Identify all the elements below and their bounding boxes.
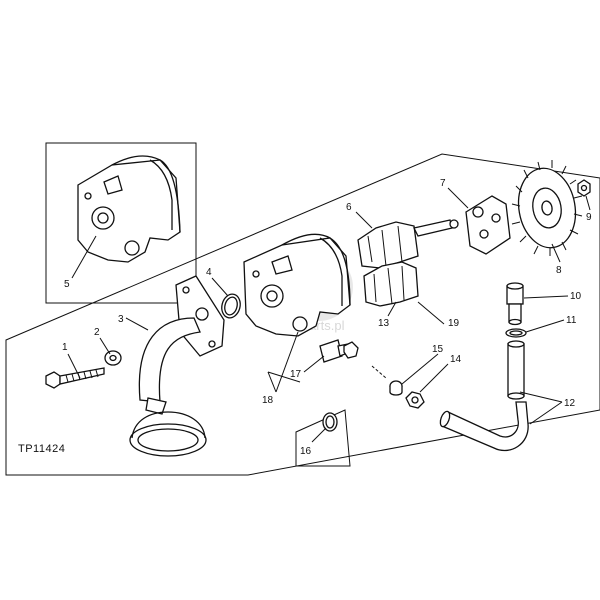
- callout-14: 14: [450, 354, 462, 365]
- callout-17: 17: [290, 369, 302, 380]
- callout-18: 18: [262, 395, 274, 406]
- callout-10: 10: [570, 291, 582, 302]
- callout-15: 15: [432, 344, 444, 355]
- callout-8: 8: [556, 265, 562, 276]
- part-9-nut: [577, 179, 591, 197]
- part-14-nut: [405, 391, 425, 409]
- part-5-pump-body: [77, 155, 181, 263]
- callout-16: 16: [300, 446, 312, 457]
- part-8-helical-gear: [511, 160, 583, 256]
- callout-19: 19: [448, 318, 460, 329]
- part-12-pipes: [439, 340, 529, 452]
- callout-5: 5: [64, 279, 70, 290]
- callout-7: 7: [440, 178, 446, 189]
- callout-13: 13: [378, 318, 390, 329]
- callout-4: 4: [206, 267, 212, 278]
- part-18-pump-body: [243, 233, 351, 337]
- callout-12: 12: [564, 398, 576, 409]
- callout-6: 6: [346, 202, 352, 213]
- part-6-drive-gear: [357, 219, 459, 269]
- part-16-ring: [322, 412, 338, 432]
- part-7-cover-plate: [465, 195, 511, 255]
- callout-3: 3: [118, 314, 124, 325]
- part-4-o-ring: [221, 293, 241, 319]
- callout-1: 1: [62, 342, 68, 353]
- part-17-stud: [319, 339, 359, 363]
- main-assembly-frame: [5, 153, 600, 476]
- leader-lines: [67, 187, 591, 443]
- callout-2: 2: [94, 327, 100, 338]
- part-15-bushing: [389, 380, 403, 396]
- part-2-washer: [104, 350, 122, 366]
- part-3-suction-tube: [129, 275, 225, 457]
- part-11-o-ring: [505, 328, 527, 338]
- part-1-cap-screw: [45, 367, 105, 389]
- part-13-driven-gear: [363, 261, 419, 307]
- callout-9: 9: [586, 212, 592, 223]
- callouts: 1 2 3 4 5 6 7 8 9 10 11 12 13 14 15 16 1…: [62, 178, 592, 457]
- callout-11: 11: [566, 315, 577, 326]
- part-10-fitting: [506, 282, 524, 326]
- inset-box-pump-body: [45, 142, 197, 304]
- figure-code: TP11424: [18, 443, 65, 455]
